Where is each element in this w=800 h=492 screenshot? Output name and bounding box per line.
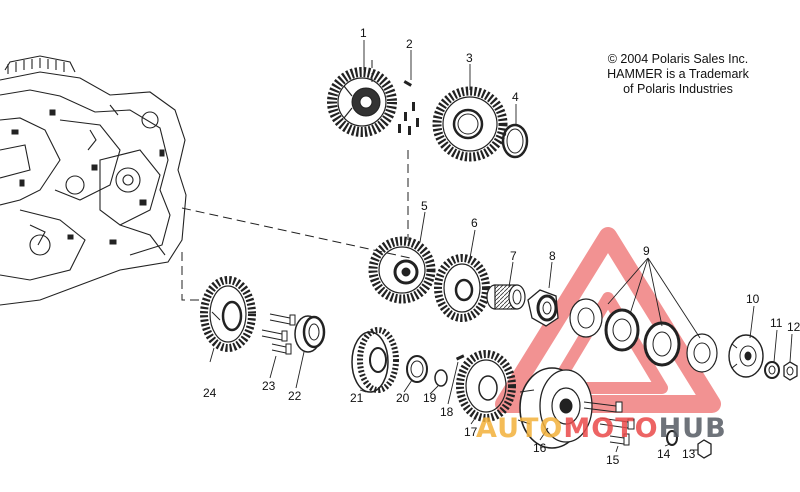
- callout-4: 4: [512, 90, 519, 104]
- engine-case-detail: [11, 109, 165, 245]
- part-7-needle-bearing: [486, 284, 526, 310]
- part-23-bolts: [261, 313, 296, 355]
- part-1-gear: [327, 67, 397, 137]
- callout-15: 15: [606, 453, 620, 467]
- callout-6: 6: [471, 216, 478, 230]
- copyright-line-2: HAMMER is a Trademark: [607, 67, 749, 81]
- callout-13: 13: [682, 447, 696, 461]
- callout-18: 18: [440, 405, 454, 419]
- part-16-clutch-housing: [517, 367, 593, 449]
- callout-8: 8: [549, 249, 556, 263]
- part-10-pressure-plate: [728, 334, 764, 378]
- part-19-snap-ring: [434, 369, 448, 387]
- part-18-pin: [455, 354, 465, 361]
- leader-lines: [209, 40, 793, 453]
- callout-23: 23: [262, 379, 276, 393]
- part-14-washer: [666, 430, 678, 446]
- watermark-part-b: MOTO: [563, 413, 659, 444]
- copyright-line-3: of Polaris Industries: [623, 82, 733, 96]
- callout-22: 22: [288, 389, 302, 403]
- part-2-needle-rollers: [398, 80, 419, 135]
- part-11-washer: [764, 361, 780, 379]
- callout-7: 7: [510, 249, 517, 263]
- callout-5: 5: [421, 199, 428, 213]
- part-4-washer: [501, 123, 529, 159]
- part-12-nut: [783, 361, 798, 381]
- part-8-hub: [527, 289, 559, 327]
- copyright-notice: © 2004 Polaris Sales Inc. HAMMER is a Tr…: [588, 52, 768, 97]
- callout-11: 11: [770, 316, 783, 330]
- engine-case: [0, 55, 187, 306]
- callout-12: 12: [787, 320, 800, 334]
- copyright-line-1: © 2004 Polaris Sales Inc.: [607, 52, 749, 66]
- part-17-gear: [456, 350, 516, 422]
- callout-20: 20: [396, 391, 410, 405]
- watermark-text: AUTOMOTOHUB: [476, 413, 727, 444]
- watermark-part-a: AUTO: [476, 413, 564, 444]
- callout-21: 21: [350, 391, 364, 405]
- bolts-15: [583, 401, 635, 446]
- callout-17: 17: [464, 425, 478, 439]
- part-5-gear: [368, 236, 436, 304]
- watermark-part-c: HUB: [658, 413, 727, 444]
- callout-2: 2: [406, 37, 413, 51]
- callout-1: 1: [360, 26, 367, 40]
- callout-19: 19: [423, 391, 437, 405]
- part-13-nut: [697, 439, 712, 459]
- callout-24: 24: [203, 386, 217, 400]
- part-9-plates: [569, 298, 718, 373]
- callout-10: 10: [746, 292, 760, 306]
- part-6-gear: [434, 254, 490, 322]
- callout-16: 16: [533, 441, 547, 455]
- part-3-gear: [432, 86, 508, 162]
- part-22-seal: [294, 315, 326, 353]
- part-20-washer: [406, 355, 428, 383]
- callout-14: 14: [657, 447, 671, 461]
- callout-9: 9: [643, 244, 650, 258]
- part-24-gear: [200, 276, 256, 352]
- part-21-gear: [351, 327, 399, 393]
- callout-3: 3: [466, 51, 473, 65]
